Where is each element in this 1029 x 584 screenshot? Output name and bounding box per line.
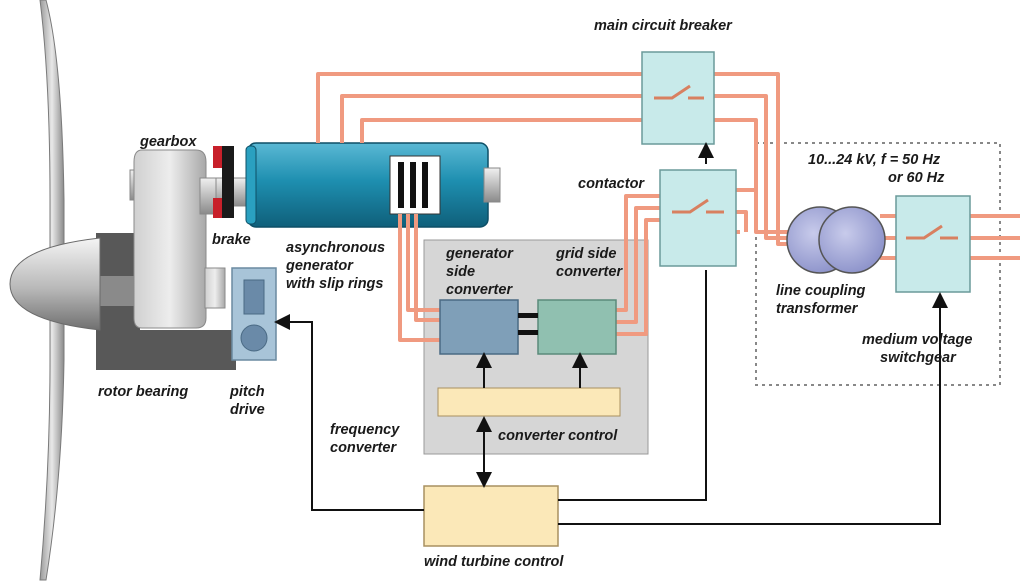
- pitch-drive: [231, 267, 277, 361]
- power-lines: [316, 72, 1020, 342]
- converter-control-box: [437, 387, 621, 417]
- frequency-converter-label-1: frequency: [330, 422, 400, 438]
- dc-link: [518, 313, 538, 335]
- medium-voltage-switchgear: [895, 195, 971, 293]
- signal-lines: [274, 142, 948, 525]
- generator-label-line-2: generator: [286, 258, 353, 274]
- gearbox-label: gearbox: [140, 134, 197, 150]
- generator-label-line-1: asynchronous: [286, 240, 386, 256]
- line-coupling-transformer: [786, 206, 886, 274]
- brake-label: brake: [212, 232, 251, 248]
- gen-side-converter-label-1: generator: [446, 246, 513, 262]
- converter-control-label: converter control: [498, 428, 618, 444]
- frequency-converter-label-2: converter: [330, 440, 397, 456]
- generator-label-line-3: with slip rings: [286, 276, 384, 292]
- grid-side-converter-label-1: grid side: [556, 246, 617, 262]
- main-circuit-breaker: [641, 51, 715, 145]
- gearbox: [129, 149, 226, 329]
- wind-turbine-control-label: wind turbine control: [424, 554, 564, 570]
- voltage-frequency-label-1: 10...24 kV, f = 50 Hz: [808, 152, 941, 168]
- wind-turbine-control-box: [423, 485, 559, 547]
- pitch-drive-label-2: drive: [230, 402, 265, 418]
- voltage-frequency-label-2: or 60 Hz: [888, 170, 945, 186]
- grid-side-converter-label-2: converter: [556, 264, 623, 280]
- nose-cone: [9, 237, 101, 331]
- gen-side-converter-label-2: side: [446, 264, 476, 280]
- transformer-label-1: line coupling: [776, 283, 866, 299]
- generator: [245, 142, 501, 228]
- pitch-drive-label-1: pitch: [230, 384, 265, 400]
- gen-side-converter-label-3: converter: [446, 282, 513, 298]
- switchgear-label-2: switchgear: [880, 350, 956, 366]
- generator-side-converter: [439, 299, 519, 355]
- rotor-bearing-label: rotor bearing: [98, 384, 189, 400]
- transformer-enclosure: [755, 142, 1001, 386]
- main-circuit-breaker-label: main circuit breaker: [594, 18, 732, 34]
- contactor-label: contactor: [578, 176, 645, 192]
- grid-side-converter: [537, 299, 617, 355]
- contactor: [659, 169, 737, 267]
- transformer-label-2: transformer: [776, 301, 858, 317]
- switchgear-label-1: medium voltage: [862, 332, 973, 348]
